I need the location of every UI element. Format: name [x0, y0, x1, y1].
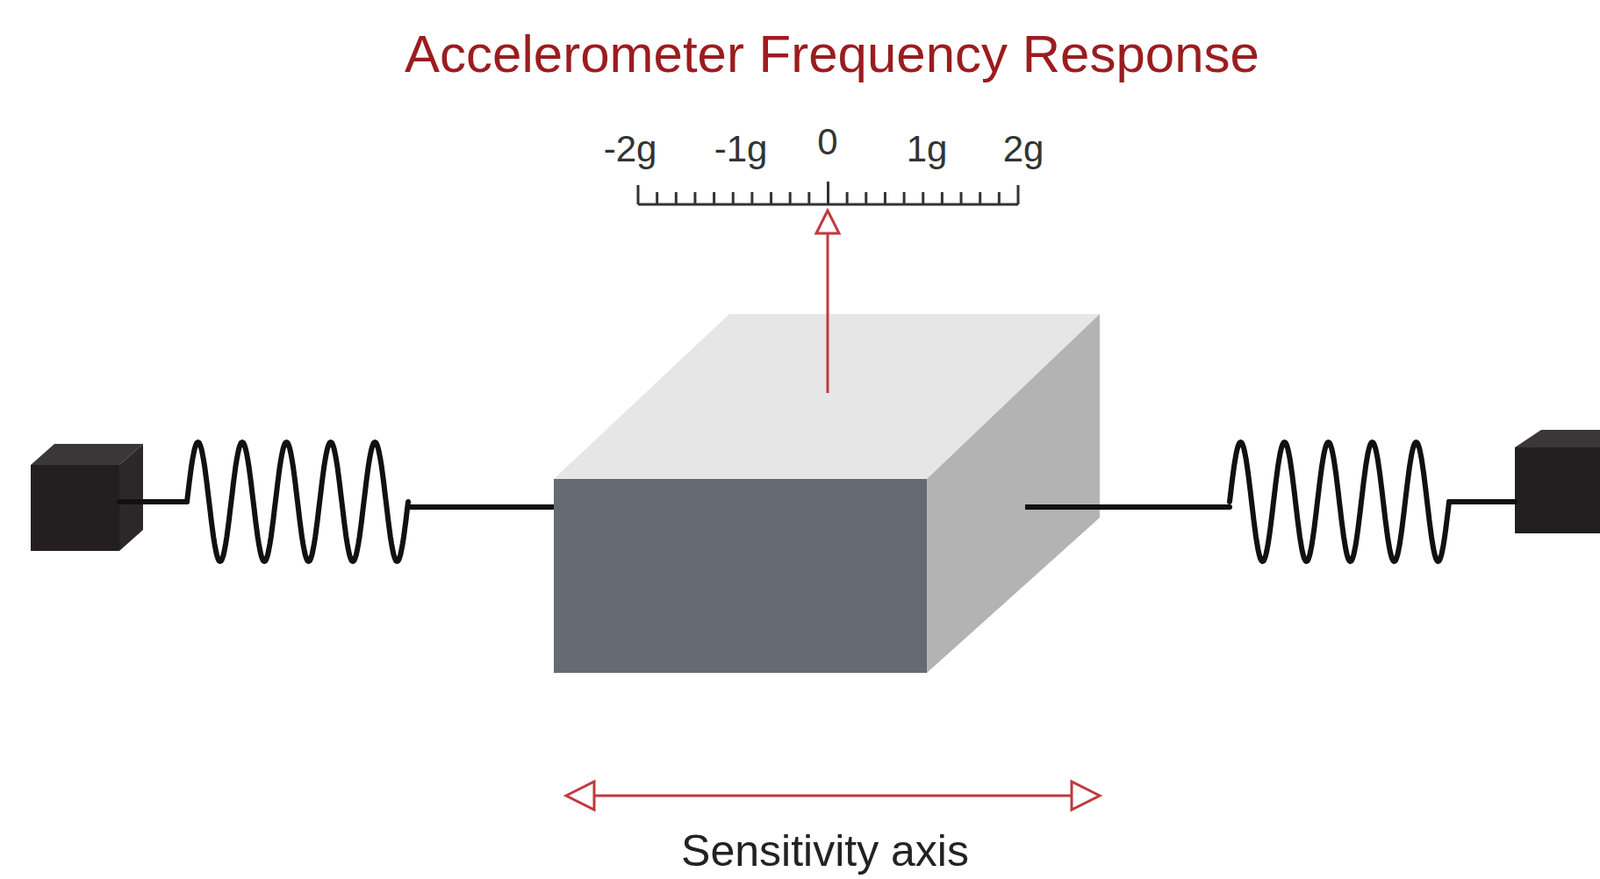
- scale-tick: [1017, 185, 1020, 205]
- scale-tick: [750, 192, 754, 205]
- scale-tick: [883, 192, 887, 205]
- scale-tick: [637, 185, 640, 205]
- scale-tick: [864, 192, 868, 205]
- axis-arrow: [566, 782, 1100, 811]
- diagram-title: Accelerometer Frequency Response: [404, 28, 1260, 81]
- scale-label: -2g: [603, 130, 658, 168]
- scale-tick: [807, 192, 811, 205]
- scale-tick: [712, 192, 716, 205]
- scale-tick: [655, 192, 659, 205]
- anchor-block: [1514, 430, 1600, 534]
- scale-label: -1g: [714, 130, 768, 168]
- scale-tick: [921, 192, 925, 205]
- scale-tick: [978, 192, 982, 205]
- scale-tick: [903, 192, 906, 205]
- scale-tick: [731, 192, 735, 205]
- scale-label: 2g: [1003, 130, 1045, 168]
- scale-tick: [997, 192, 1001, 205]
- scale-tick: [846, 192, 849, 205]
- scale-tick: [769, 192, 773, 205]
- anchor-block: [30, 444, 144, 552]
- axis-label: Sensitivity axis: [681, 829, 969, 874]
- spring-coil: [186, 442, 409, 562]
- scale-tick: [674, 192, 678, 205]
- scale-tick: [826, 181, 830, 205]
- scale-label: 1g: [906, 130, 948, 168]
- scale-bar: [638, 181, 1019, 205]
- indicator-arrow: [816, 210, 840, 394]
- scale-label: 0: [817, 123, 838, 161]
- scale-tick: [693, 192, 696, 205]
- scale-tick: [960, 192, 963, 205]
- scale-tick: [789, 192, 792, 205]
- scale-tick: [940, 192, 944, 205]
- spring-coil: [1229, 442, 1450, 562]
